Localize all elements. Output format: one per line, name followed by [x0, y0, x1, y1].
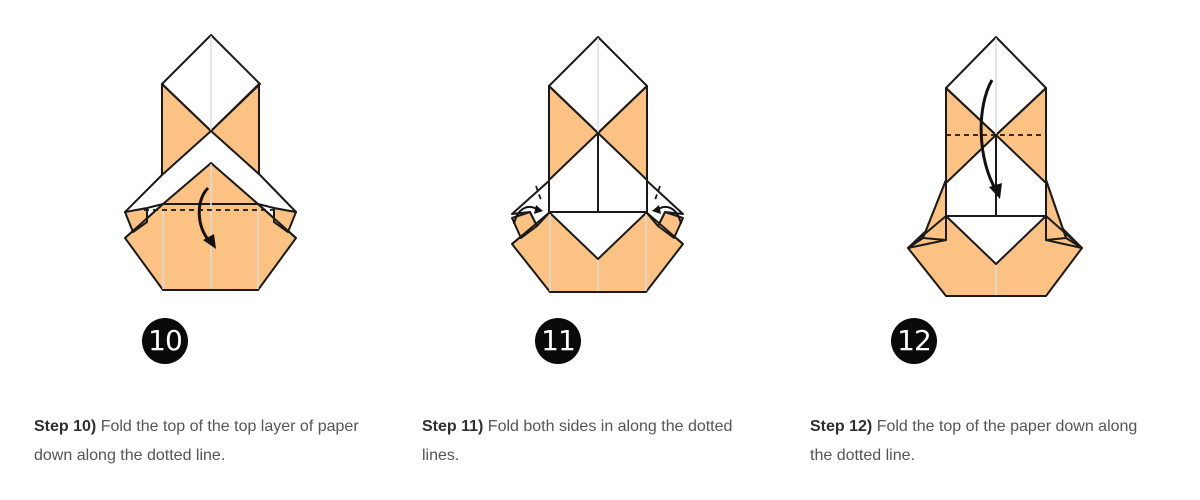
step-11-label: Step 11) [422, 418, 484, 435]
step-11-text: Fold both sides in along the dotted line… [422, 418, 733, 464]
step-11-diagram [511, 36, 684, 293]
step-10-label: Step 10) [34, 418, 97, 435]
fold-arrow-icon [979, 79, 1002, 199]
step-10-text: Fold the top of the top layer of paper d… [34, 418, 359, 464]
step-11-number-badge: 11 [535, 318, 581, 364]
fold-arrow-icon [513, 205, 543, 225]
step-11-right-fold-line [654, 185, 661, 201]
step-12-panel: 12 Step 12) Fold the top of the paper do… [778, 0, 1158, 500]
step-10-panel: 10 Step 10) Fold the top of the top laye… [0, 0, 380, 500]
step-11-panel: 11 Step 11) Fold both sides in along the… [390, 0, 770, 500]
step-12-number-badge: 12 [891, 318, 937, 364]
step-10-number-badge: 10 [142, 318, 188, 364]
step-12-caption: Step 12) Fold the top of the paper down … [810, 412, 1150, 470]
step-11-caption: Step 11) Fold both sides in along the do… [422, 412, 762, 470]
step-12-diagram [907, 36, 1083, 297]
step-12-left-strip [922, 179, 947, 241]
step-10-caption: Step 10) Fold the top of the top layer o… [34, 412, 374, 470]
step-10-v-band [124, 130, 297, 213]
step-11-right-wedge [645, 179, 684, 227]
step-10-diagram [124, 34, 297, 291]
fold-arrow-icon [197, 186, 216, 249]
step-12-label: Step 12) [810, 418, 873, 435]
step-11-left-fold-line [535, 185, 542, 201]
step-12-text: Fold the top of the paper down along the… [810, 418, 1138, 464]
step-11-left-wedge [511, 179, 551, 227]
fold-arrow-icon [652, 205, 682, 225]
